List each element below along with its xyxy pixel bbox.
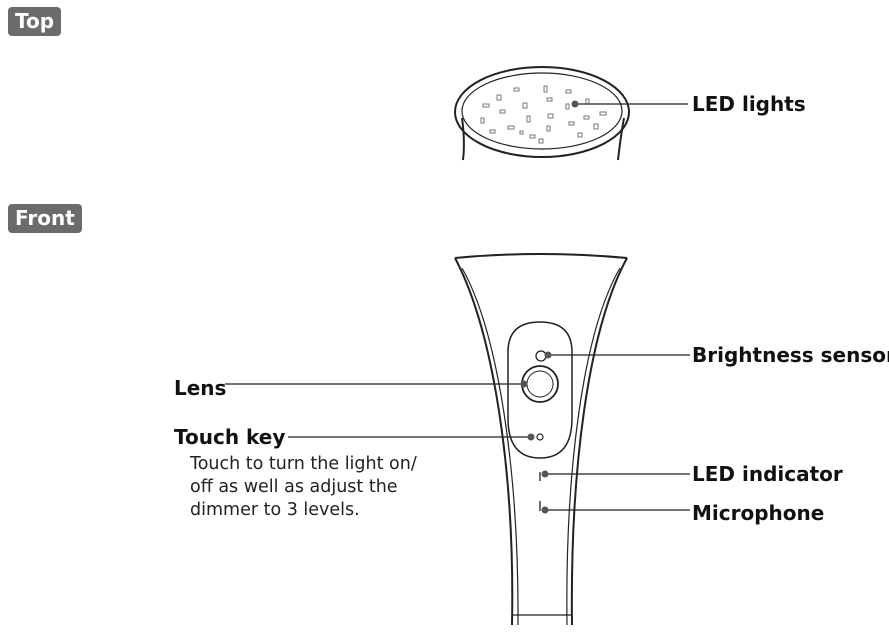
- front-view-drawing: [454, 253, 628, 626]
- touch-key-leader: [288, 433, 535, 441]
- lens-label: Lens: [174, 376, 227, 400]
- touch-key-description-line: dimmer to 3 levels.: [190, 500, 360, 520]
- top-view-drawing: [454, 66, 630, 161]
- touch-key-description-line: Touch to turn the light on/: [190, 454, 417, 474]
- touch-key-label: Touch key: [174, 425, 286, 449]
- section-badge-top: Top: [8, 7, 62, 36]
- microphone-leader: [541, 506, 690, 514]
- led-lights-array: [480, 85, 607, 144]
- microphone-label: Microphone: [692, 501, 825, 525]
- led-lights-leader: [571, 100, 688, 108]
- led-lights-label: LED lights: [692, 92, 806, 116]
- led-indicator-label: LED indicator: [692, 462, 843, 486]
- led-indicator-leader: [541, 470, 690, 478]
- brightness-sensor-leader: [544, 351, 690, 359]
- touch-key-description-line: off as well as adjust the: [190, 477, 398, 497]
- brightness-sensor-label: Brightness sensor: [692, 343, 889, 367]
- touch-key-description: Touch to turn the light on/ off as well …: [190, 453, 480, 522]
- section-badge-front: Front: [8, 204, 82, 233]
- lens-leader: [225, 380, 528, 388]
